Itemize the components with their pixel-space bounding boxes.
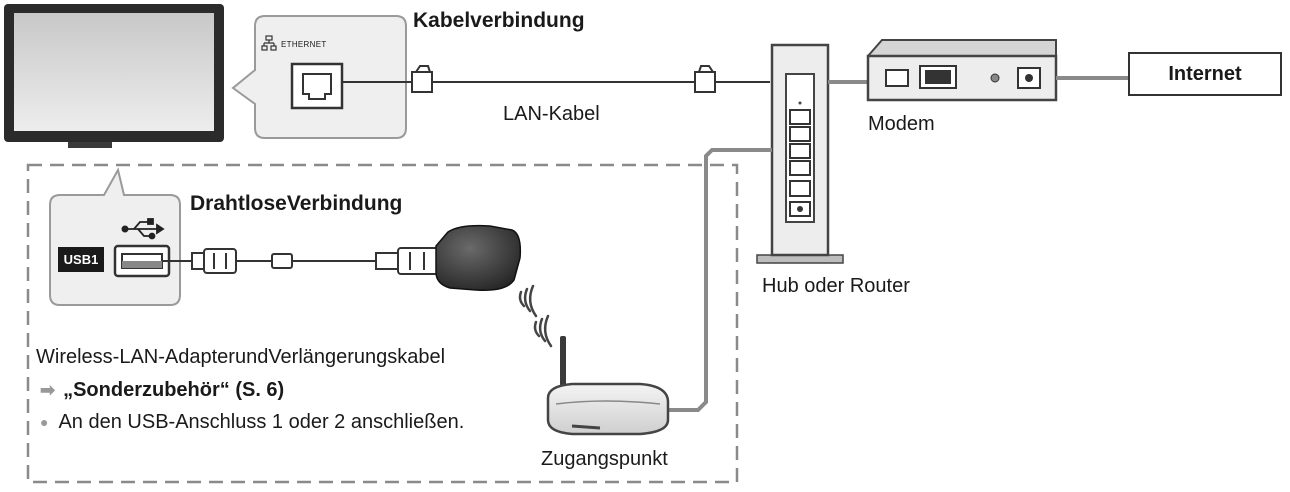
arrow-right-icon: ➡	[40, 380, 56, 400]
usb-callout	[49, 167, 181, 306]
accessory-reference-text: „Sonderzubehör“ (S. 6)	[63, 379, 285, 401]
adapter-caption: Wireless-LAN-AdapterundVerlängerungskabe…	[36, 346, 446, 368]
wifi-waves-icon	[518, 284, 553, 348]
wireless-connection-heading: DrahtloseVerbindung	[190, 192, 403, 215]
ethernet-icon	[261, 35, 277, 51]
modem-icon	[866, 39, 1058, 102]
internet-box: Internet	[1128, 52, 1282, 96]
usb1-port-label: USB1	[58, 247, 104, 272]
cable-connection-heading: Kabelverbindung	[413, 9, 585, 32]
lan-plug-icon	[694, 65, 716, 93]
bullet-icon: ●	[40, 414, 49, 430]
access-point-icon	[546, 336, 670, 436]
hub-router-icon	[756, 43, 844, 264]
usb-symbol-icon	[121, 218, 165, 240]
hub-router-label: Hub oder Router	[762, 275, 910, 297]
lan-plug-icon	[411, 65, 433, 93]
ethernet-port-label: ETHERNET	[281, 40, 327, 49]
tv-icon	[4, 4, 224, 148]
usb-plug-icon	[191, 248, 237, 274]
lan-cable-label: LAN-Kabel	[503, 103, 600, 125]
usb-port	[113, 244, 171, 278]
ethernet-port	[290, 62, 344, 110]
usb-note: ● An den USB-Anschluss 1 oder 2 anschlie…	[40, 412, 464, 432]
wireless-adapter-icon	[435, 224, 522, 292]
wireless-area-outline	[26, 163, 739, 484]
router-to-access-point-cable	[664, 148, 772, 412]
accessory-reference: ➡ „Sonderzubehör“ (S. 6)	[40, 380, 284, 400]
usb-note-text: An den USB-Anschluss 1 oder 2 anschließe…	[58, 411, 465, 433]
modem-label: Modem	[868, 113, 935, 135]
access-point-label: Zugangspunkt	[541, 448, 668, 470]
usb-plug-icon	[375, 247, 439, 275]
